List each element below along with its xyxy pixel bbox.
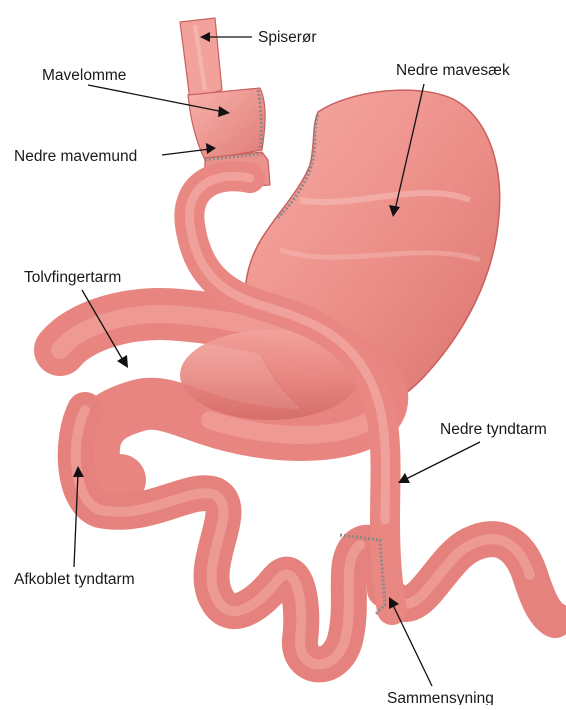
label-mavelomme: Mavelomme (42, 67, 126, 84)
label-nedre-mavesaek: Nedre mavesæk (396, 62, 510, 79)
label-afkoblet-tyndtarm: Afkoblet tyndtarm (14, 571, 135, 588)
esophagus (180, 18, 222, 100)
label-tolvfingertarm: Tolvfingertarm (24, 269, 121, 286)
label-nedre-mavemund: Nedre mavemund (14, 148, 137, 165)
label-spiseror: Spiserør (258, 29, 317, 46)
label-nedre-tyndtarm: Nedre tyndtarm (440, 421, 547, 438)
label-sammensyning: Sammensyning (387, 690, 494, 705)
lower-small-intestine-loops (395, 539, 555, 620)
